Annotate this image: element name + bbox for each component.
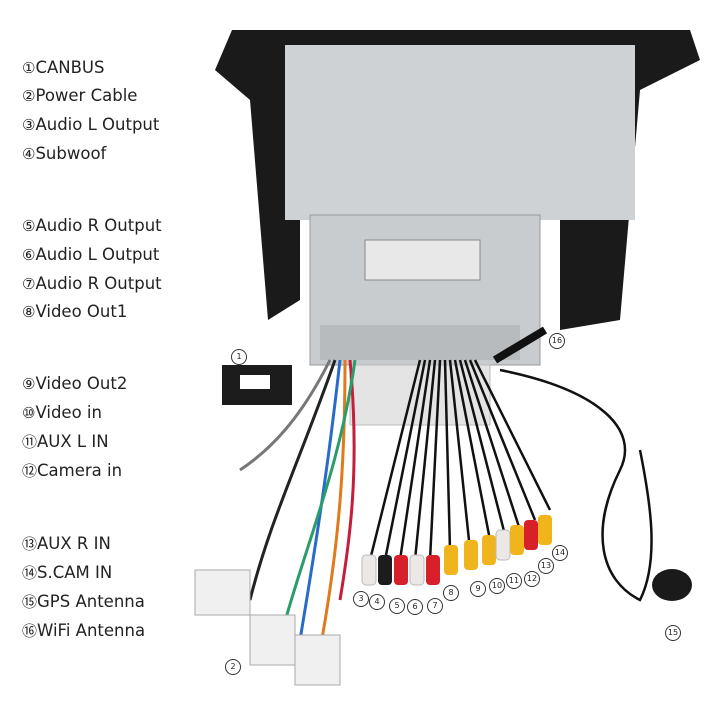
callout-7: 7 — [427, 598, 443, 614]
wire-harness — [239, 359, 357, 651]
wifi-antenna — [492, 326, 548, 364]
callout-13: 13 — [538, 558, 554, 574]
callout-10: 10 — [489, 578, 505, 594]
legend-item: ⑩Video in — [22, 403, 102, 422]
connector-strip — [320, 325, 520, 360]
legend-item: ⑭S.CAM IN — [22, 563, 113, 582]
legend-item: ③Audio L Output — [22, 115, 160, 134]
power-plug-3 — [294, 634, 341, 686]
legend-item: ①CANBUS — [22, 58, 105, 77]
legend-item: ⑨Video Out2 — [22, 374, 128, 393]
legend-item: ⑮GPS Antenna — [22, 592, 145, 611]
callout-3: 3 — [353, 591, 369, 607]
callout-11: 11 — [506, 573, 522, 589]
callout-power-cable: 2 — [225, 659, 241, 675]
gps-antenna — [652, 569, 692, 601]
rca-plugs — [361, 515, 552, 586]
legend-item: ⑦Audio R Output — [22, 274, 162, 293]
legend-item: ⑯WiFi Antenna — [22, 621, 146, 640]
power-plug-2 — [249, 614, 296, 666]
callout-6: 6 — [407, 599, 423, 615]
callout-4: 4 — [369, 594, 385, 610]
legend-item: ⑤Audio R Output — [22, 216, 162, 235]
callout-gps: 15 — [665, 625, 681, 641]
callout-8: 8 — [443, 585, 459, 601]
legend-item: ⑫Camera in — [22, 461, 123, 480]
legend-item: ②Power Cable — [22, 86, 138, 105]
gps-cable — [499, 368, 653, 602]
legend-item: ④Subwoof — [22, 144, 107, 163]
callout-5: 5 — [389, 598, 405, 614]
unit-label — [364, 239, 481, 281]
legend-item: ⑪AUX L IN — [22, 432, 109, 451]
rca-cables — [368, 359, 552, 561]
callout-canbus: 1 — [231, 349, 247, 365]
legend-item: ⑧Video Out1 — [22, 302, 128, 321]
callout-14: 14 — [552, 545, 568, 561]
callout-9: 9 — [470, 581, 486, 597]
power-plug-1 — [194, 569, 251, 616]
callout-wifi: 16 — [549, 333, 565, 349]
legend-item: ⑥Audio L Output — [22, 245, 160, 264]
screen-back — [285, 45, 635, 220]
legend-item: ⑬AUX R IN — [22, 534, 111, 553]
callout-12: 12 — [524, 571, 540, 587]
